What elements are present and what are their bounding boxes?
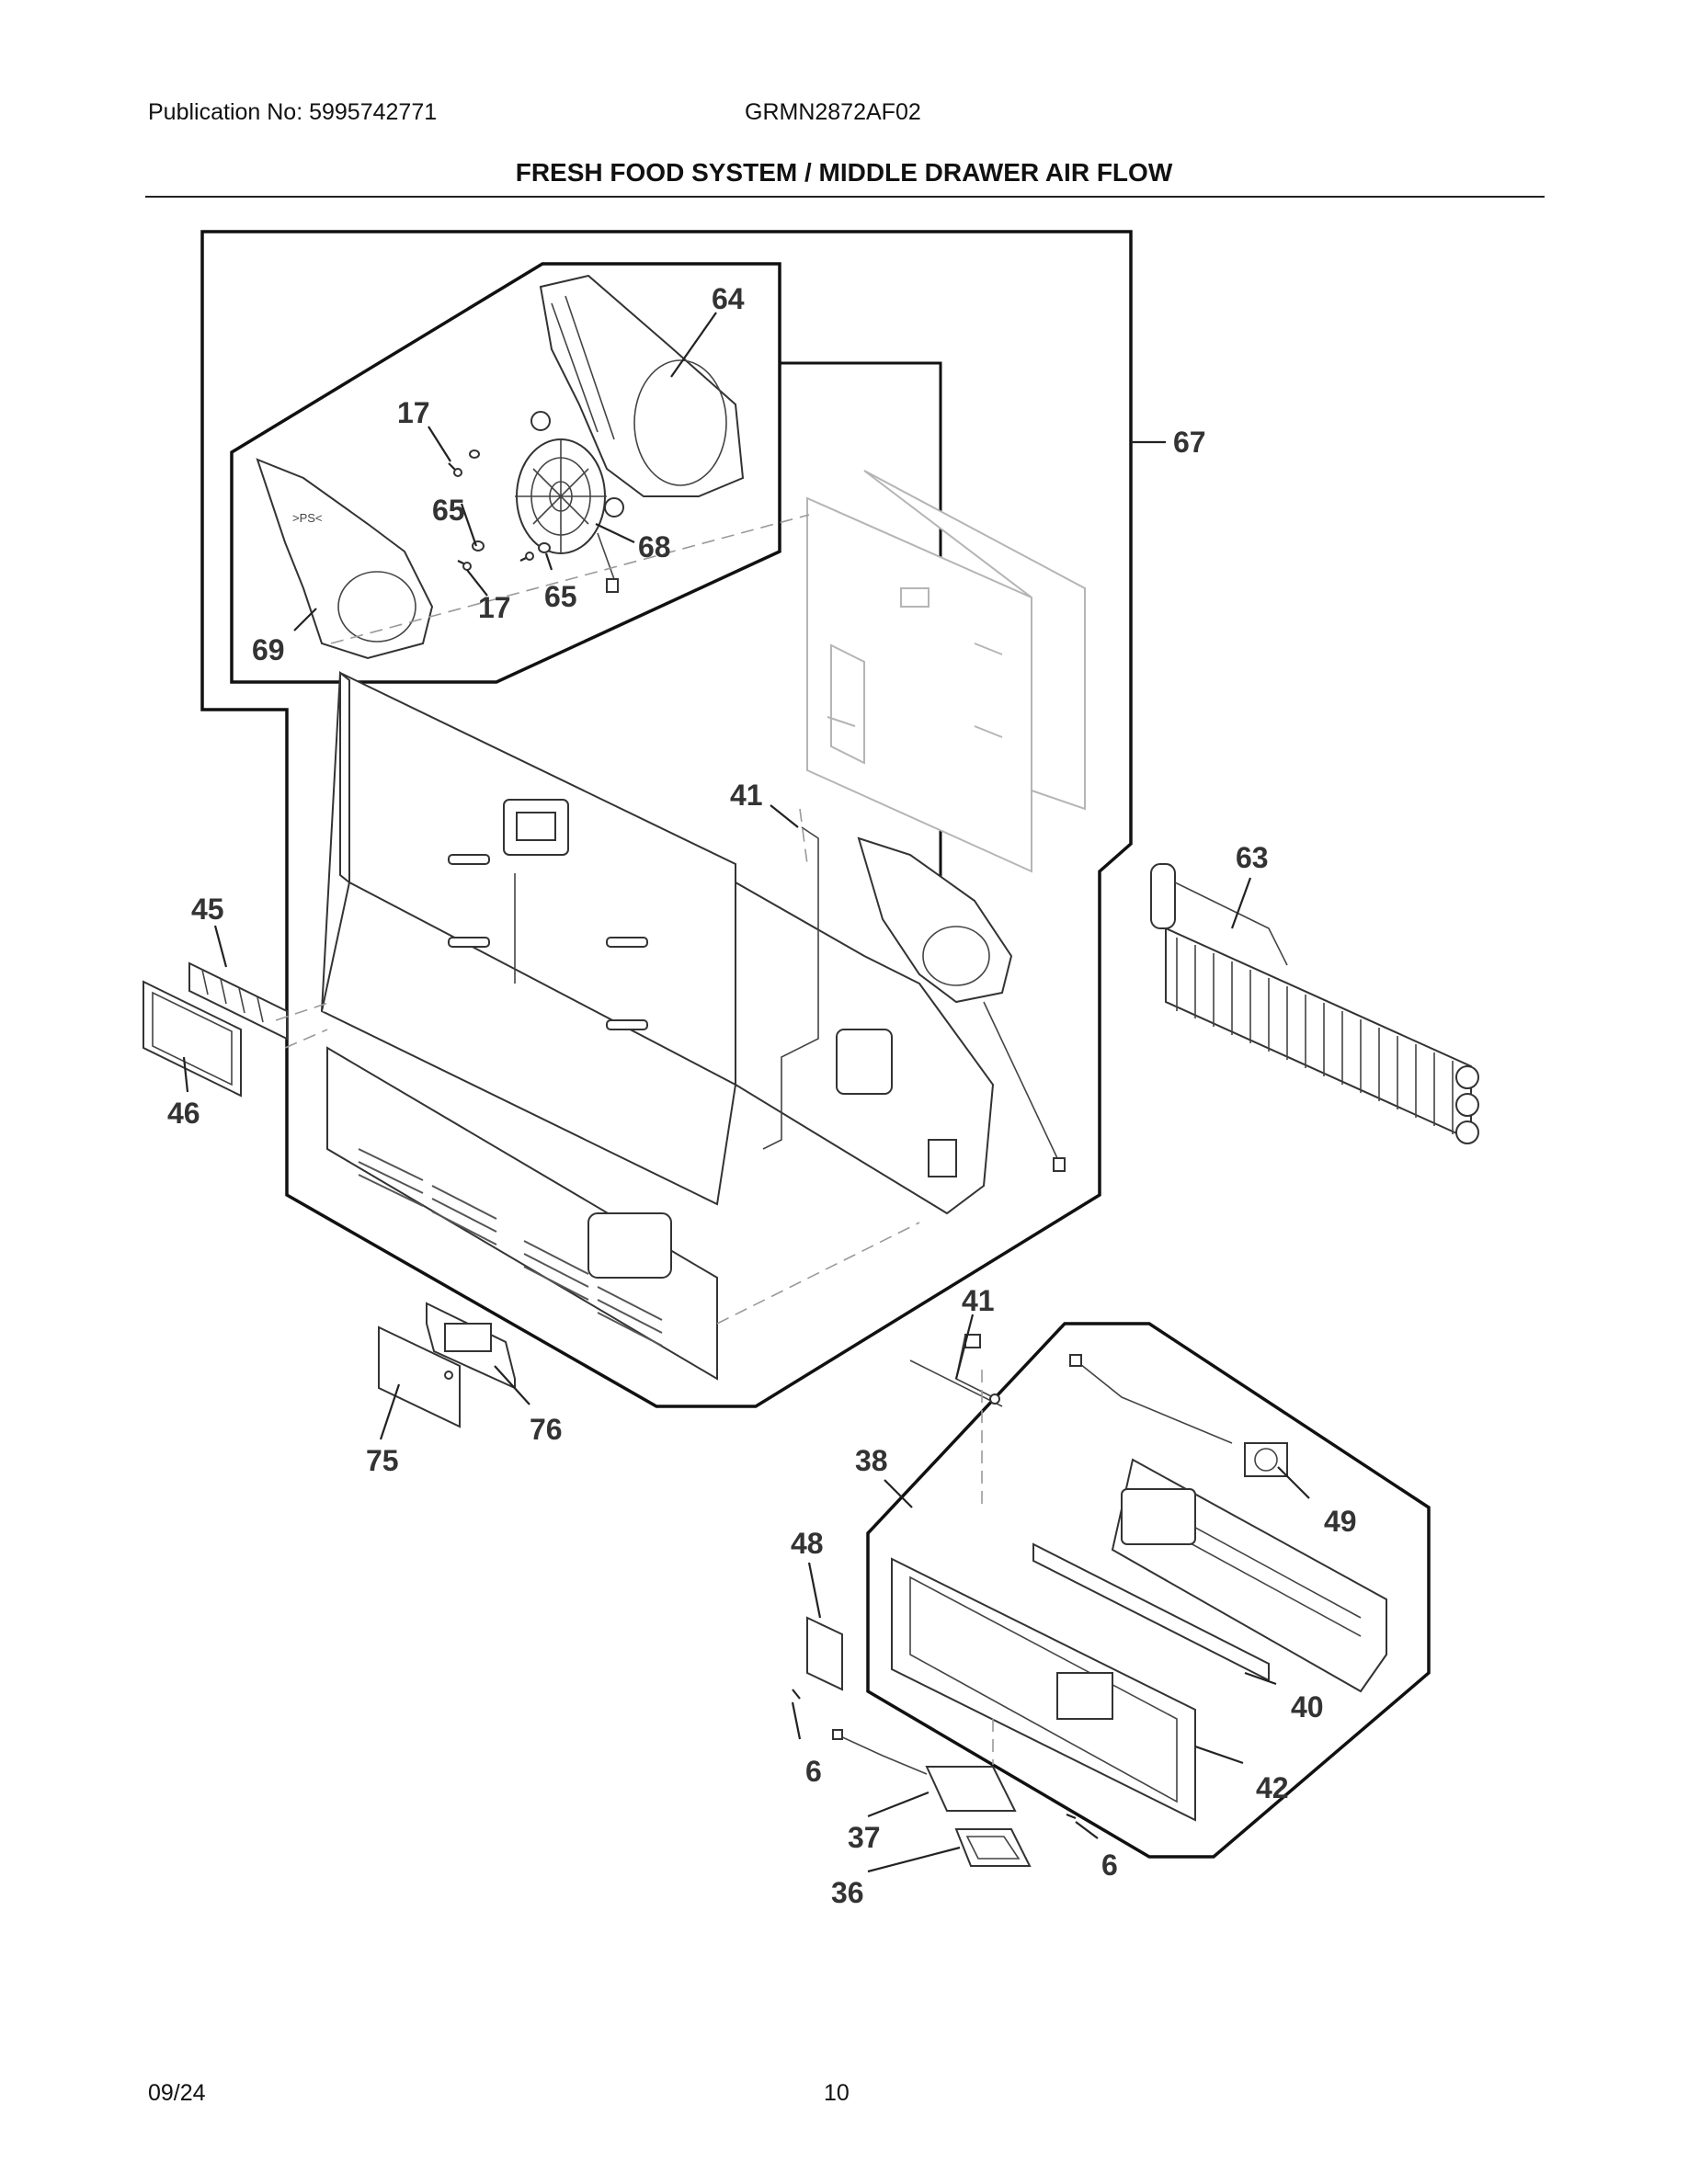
sensor-gasket-36 (954, 1828, 1032, 1867)
callout-49: 49 (1324, 1505, 1357, 1538)
control-housing (1111, 1458, 1387, 1693)
evaporator-coil (1150, 863, 1479, 1144)
callout-38: 38 (855, 1444, 888, 1477)
callout-41-upper: 41 (730, 779, 763, 812)
footer-page-number: 10 (824, 2080, 850, 2106)
callout-6-lower: 6 (1101, 1848, 1118, 1882)
callout-17-lower: 17 (478, 591, 511, 624)
title-rule (145, 196, 1545, 198)
insulation-40 (1032, 1542, 1270, 1682)
damper-cover (378, 1325, 461, 1428)
callout-6: 6 (805, 1755, 822, 1788)
alignment-lines (275, 514, 994, 1765)
air-filter-grid (188, 961, 288, 1041)
page-title: FRESH FOOD SYSTEM / MIDDLE DRAWER AIR FL… (515, 158, 1173, 187)
sensor-37 (832, 1729, 1017, 1812)
fan-motor (515, 411, 624, 593)
main-assembly-frame (200, 230, 1133, 1408)
callout-65-lower: 65 (544, 580, 577, 613)
callout-48: 48 (791, 1527, 824, 1560)
control-module-frame (866, 1322, 1431, 1859)
callout-64: 64 (712, 282, 745, 315)
damper-housing (426, 1302, 516, 1390)
model-number: GRMN2872AF02 (745, 99, 921, 125)
air-duct-side-channel (735, 881, 995, 1215)
lower-grille-panel (326, 1046, 718, 1381)
fresh-food-blower (857, 836, 1066, 1172)
air-filter-cover (143, 980, 242, 1098)
callout-76: 76 (530, 1413, 563, 1446)
callout-63: 63 (1236, 841, 1269, 874)
fan-49 (1069, 1354, 1288, 1477)
callout-69: 69 (252, 633, 285, 666)
svg-text:>PS<: >PS< (292, 511, 323, 525)
callout-42: 42 (1256, 1771, 1289, 1804)
wire-harness-lower (909, 1334, 1003, 1407)
evaporator-cover-panel (806, 470, 1086, 873)
wire-harness-upper (762, 826, 819, 1150)
blower-housing-front: >PS< (256, 458, 434, 660)
callout-75: 75 (366, 1444, 399, 1477)
callout-41-lower: 41 (962, 1284, 995, 1317)
callout-45: 45 (191, 893, 224, 926)
callout-46: 46 (167, 1097, 200, 1130)
publication-number: Publication No: 5995742771 (148, 99, 438, 125)
callout-40: 40 (1291, 1690, 1324, 1723)
callout-67: 67 (1173, 426, 1206, 459)
blower-housing-rear (539, 274, 745, 497)
blower-inset-frame (230, 262, 781, 684)
screws-6 (792, 1689, 1077, 1820)
footer-date: 09/24 (148, 2080, 206, 2106)
air-duct-rear-panel (320, 670, 736, 1206)
screws-washers (448, 449, 551, 571)
control-board-frame-42 (891, 1557, 1196, 1822)
leader-lines (182, 312, 1310, 1873)
callout-17: 17 (397, 396, 430, 429)
callout-37: 37 (848, 1821, 881, 1854)
cover-48 (806, 1616, 843, 1691)
callout-65: 65 (432, 494, 465, 527)
callout-36: 36 (831, 1876, 864, 1909)
callout-68: 68 (638, 530, 671, 563)
